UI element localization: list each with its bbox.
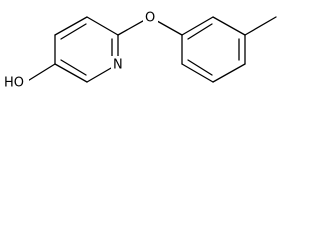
hydroxyl-label: HO	[4, 76, 24, 91]
bond-c4-c5prime	[212, 63, 246, 83]
bond-c4-c3-inner	[60, 23, 87, 40]
bond-c6-c5-inner	[60, 59, 87, 76]
nitrogen-label: N	[113, 58, 123, 73]
bond-c2-c3prime	[212, 16, 246, 36]
bond-c1-c2prime	[181, 16, 214, 36]
oxygen-label: O	[145, 11, 155, 26]
tolyl-ring	[181, 16, 246, 83]
pyridine-ring	[54, 16, 119, 83]
bond-c1-c2prime-inner	[187, 23, 213, 40]
bond-c5-c6prime	[181, 63, 214, 83]
bond-c4-c3	[54, 16, 88, 36]
bond-c5-oh	[25, 63, 56, 83]
chemical-structure: HO N O	[2, 9, 277, 91]
bond-c5-c6prime-inner	[187, 59, 213, 76]
bond-c3-c2	[86, 16, 119, 36]
bond-c6-c5	[54, 63, 88, 83]
bond-methyl	[244, 16, 277, 36]
